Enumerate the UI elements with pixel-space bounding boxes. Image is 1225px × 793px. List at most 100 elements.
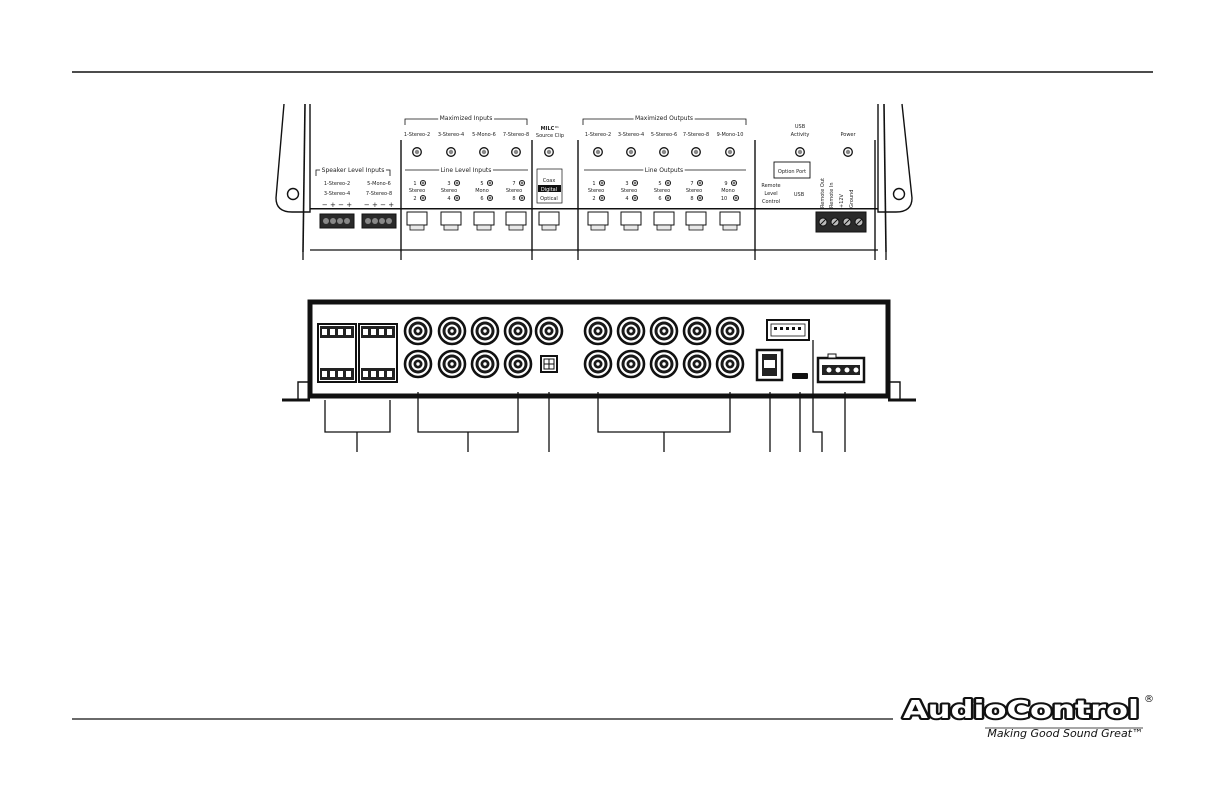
line-out-mid-3: Stereo <box>654 188 670 194</box>
usb-activity-1: USB <box>795 124 806 130</box>
max-in-led-3 <box>479 147 489 157</box>
line-out-top-5: 9 <box>724 181 727 187</box>
max-out-led-3 <box>659 147 669 157</box>
line-out-mid-5: Mono <box>721 188 735 194</box>
max-out-label-1: 1-Stereo-2 <box>585 132 611 138</box>
line-out-jack-3[interactable] <box>653 211 675 231</box>
power-terminal-block[interactable] <box>815 211 867 233</box>
output-rca-3[interactable] <box>616 316 646 346</box>
brand-logo: AudioControl ® Making Good Sound Great™ <box>901 693 1154 740</box>
input-rca-8[interactable] <box>503 349 533 379</box>
max-out-led-4 <box>691 147 701 157</box>
output-rca-4[interactable] <box>616 349 646 379</box>
brand-tagline: Making Good Sound Great™ <box>987 727 1143 740</box>
line-in-bot-1: 2 <box>413 196 416 202</box>
line-out-bot-1: 2 <box>592 196 595 202</box>
speaker-ch-b2: 7-Stereo-8 <box>366 191 392 197</box>
maximized-outputs-title: Maximized Outputs <box>635 115 693 122</box>
max-in-led-4 <box>511 147 521 157</box>
output-rca-7[interactable] <box>682 316 712 346</box>
speaker-connector-front-b[interactable] <box>358 323 398 383</box>
input-rca-2[interactable] <box>403 349 433 379</box>
output-rca-9[interactable] <box>715 316 745 346</box>
line-in-mid-4: Stereo <box>506 188 522 194</box>
speaker-connector-front-a[interactable] <box>317 323 357 383</box>
line-out-jack-5[interactable] <box>719 211 741 231</box>
source-clip-led <box>544 147 554 157</box>
remote-level-port[interactable] <box>755 348 784 382</box>
input-rca-7[interactable] <box>503 316 533 346</box>
line-out-jack-2[interactable] <box>620 211 642 231</box>
line-in-top-2: 3 <box>447 181 450 187</box>
line-in-jack-3[interactable] <box>473 211 495 231</box>
mount-hole-left <box>286 187 300 201</box>
brand-name: AudioControl <box>903 695 1139 724</box>
speaker-ch-a2: 3-Stereo-4 <box>324 191 350 197</box>
mount-hole-right <box>892 187 906 201</box>
mlc-title: MILC™ <box>541 126 560 132</box>
power-terminal-2: Remote In <box>829 182 835 208</box>
coax-label: Coax <box>543 178 556 184</box>
speaker-ch-a1: 1-Stereo-2 <box>324 181 350 187</box>
line-in-jack-1[interactable] <box>406 211 428 231</box>
power-label: Power <box>840 132 856 138</box>
line-in-jack-2[interactable] <box>440 211 462 231</box>
usb-port[interactable] <box>792 373 808 379</box>
optical-port[interactable] <box>540 355 558 373</box>
max-in-label-1: 1-Stereo-2 <box>404 132 430 138</box>
output-rca-1[interactable] <box>583 316 613 346</box>
output-rca-10[interactable] <box>715 349 745 379</box>
usb-activity-led <box>795 147 805 157</box>
input-rca-3[interactable] <box>437 316 467 346</box>
input-rca-4[interactable] <box>437 349 467 379</box>
line-in-top-3: 5 <box>480 181 483 187</box>
line-out-bot-5: 10 <box>721 196 727 202</box>
line-out-top-2: 3 <box>625 181 628 187</box>
line-in-top-4: 7 <box>512 181 515 187</box>
power-led <box>843 147 853 157</box>
line-out-bot-4: 8 <box>690 196 693 202</box>
max-out-led-1 <box>593 147 603 157</box>
line-in-jack-4[interactable] <box>505 211 527 231</box>
line-inputs-title: Line Level Inputs <box>441 167 492 174</box>
input-rca-1[interactable] <box>403 316 433 346</box>
speaker-terminal-b[interactable] <box>361 213 397 229</box>
line-out-jack-4[interactable] <box>685 211 707 231</box>
remote-3: Control <box>762 199 780 205</box>
line-out-mid-1: Stereo <box>588 188 604 194</box>
mlc-sub: Source Clip <box>536 133 564 139</box>
max-out-label-4: 7-Stereo-8 <box>683 132 709 138</box>
remote-1: Remote <box>761 183 780 189</box>
coax-rca[interactable] <box>534 316 564 346</box>
output-rca-8[interactable] <box>682 349 712 379</box>
line-in-bot-2: 4 <box>447 196 450 202</box>
leader-lines <box>324 340 846 452</box>
option-port[interactable] <box>766 319 810 341</box>
max-out-label-2: 3-Stereo-4 <box>618 132 644 138</box>
output-rca-2[interactable] <box>583 349 613 379</box>
input-rca-5[interactable] <box>470 316 500 346</box>
polarity-a: − + − + <box>322 201 352 209</box>
power-terminal-4: Ground <box>849 190 855 208</box>
line-in-mid-2: Stereo <box>441 188 457 194</box>
power-terminal-1: Remote Out <box>820 178 826 208</box>
power-plug[interactable] <box>816 353 866 384</box>
max-in-led-2 <box>446 147 456 157</box>
max-in-label-2: 3-Stereo-4 <box>438 132 464 138</box>
max-in-label-4: 7-Stereo-8 <box>503 132 529 138</box>
speaker-ch-b1: 5-Mono-6 <box>367 181 391 187</box>
line-in-top-1: 1 <box>413 181 416 187</box>
speaker-terminal-a[interactable] <box>319 213 355 229</box>
output-rca-6[interactable] <box>649 349 679 379</box>
line-out-top-3: 5 <box>658 181 661 187</box>
polarity-b: − + − + <box>364 201 394 209</box>
speaker-inputs-title: Speaker Level Inputs <box>322 167 385 174</box>
front-panel <box>282 252 916 452</box>
max-out-led-5 <box>725 147 735 157</box>
line-out-mid-2: Stereo <box>621 188 637 194</box>
digital-jack[interactable] <box>538 211 560 231</box>
input-rca-6[interactable] <box>470 349 500 379</box>
remote-2: Level <box>764 191 777 197</box>
line-out-jack-1[interactable] <box>587 211 609 231</box>
output-rca-5[interactable] <box>649 316 679 346</box>
